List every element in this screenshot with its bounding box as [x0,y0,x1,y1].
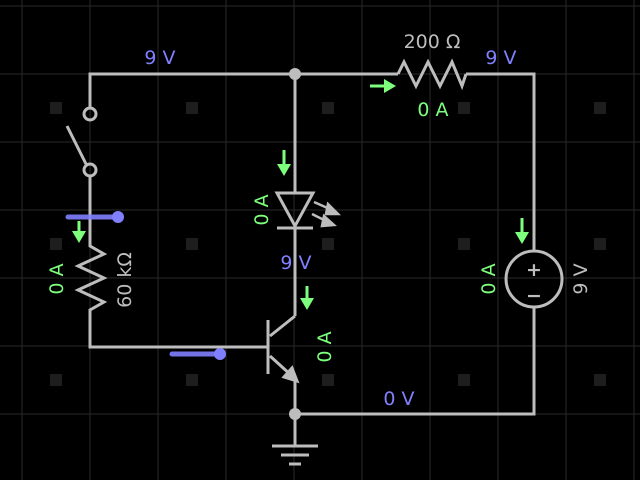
current-arrow-down-icon [300,286,314,310]
grid-dots [50,102,606,386]
resistor-60k-ohm[interactable] [74,240,108,316]
current-label-led: 0 A [251,194,273,225]
voltage-label-mid: 9 V [280,252,311,274]
wires [88,72,536,446]
source-value: 9 V [570,263,592,294]
current-arrow-down-icon [72,221,86,243]
resistor-left-value: 60 kΩ [114,252,136,308]
current-label-resistor-top: 0 A [417,99,448,121]
junction-node-bottom[interactable] [289,408,301,420]
current-arrow-right-icon [370,79,396,93]
probe-resistor-left[interactable] [65,211,124,223]
voltage-source[interactable] [504,249,564,309]
resistor-top-value: 200 Ω [404,31,461,53]
npn-transistor[interactable] [266,314,300,384]
current-arrows [72,79,529,310]
resistor-200-ohm[interactable] [396,58,468,91]
current-label-transistor: 0 A [314,331,336,362]
source-plus-sign: + [526,259,542,281]
current-label-resistor-left: 0 A [46,263,68,294]
voltage-label-top-left: 9 V [144,47,175,69]
current-arrow-down-icon [277,150,291,176]
current-arrow-down-icon [515,218,529,244]
ground-icon[interactable] [272,444,318,466]
current-label-source: 0 A [478,263,500,294]
source-minus-sign: − [526,285,542,307]
switch[interactable] [65,106,98,178]
led-diode[interactable] [274,191,316,230]
junction-node-top[interactable] [289,68,301,80]
voltage-label-bottom: 0 V [383,388,414,410]
voltage-label-top-right: 9 V [485,47,516,69]
probe-transistor-base[interactable] [169,348,226,360]
led-light-icon [311,200,342,228]
